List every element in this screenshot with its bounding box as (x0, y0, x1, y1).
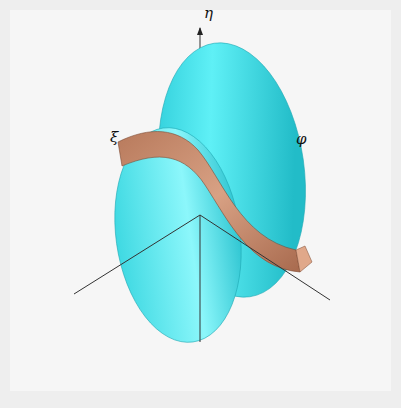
eta-axis-front (200, 215, 201, 342)
axis-label: η (204, 6, 213, 21)
axis-label: φ (296, 132, 307, 147)
twisted-band (118, 132, 300, 272)
axis-label: ξ (110, 130, 118, 145)
plot-panel (10, 10, 391, 391)
xi-axis-front (200, 215, 330, 300)
phi-axis-front (74, 215, 200, 294)
band-end (296, 246, 312, 272)
